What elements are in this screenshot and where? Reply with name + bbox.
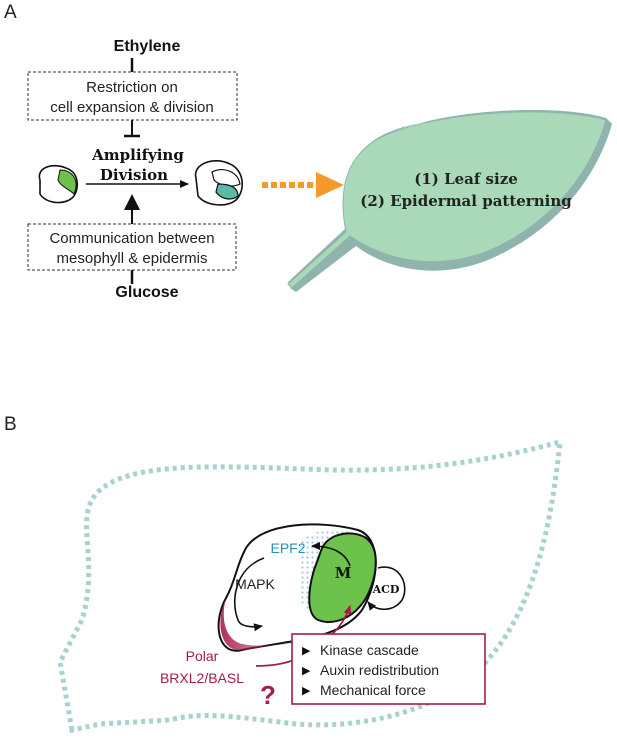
leaf-illustration [287, 109, 612, 292]
ethylene-label: Ethylene [114, 38, 181, 55]
communication-line1: Communication between [49, 230, 214, 247]
mapk-curve-arrow [233, 557, 265, 632]
communication-line2: mesophyll & epidermis [57, 250, 208, 267]
epidermal-patterning-label: (2) Epidermal patterning [360, 192, 572, 210]
restriction-box [27, 71, 238, 121]
restriction-line2: cell expansion & division [50, 99, 213, 116]
meristemoid-cell [308, 532, 377, 623]
epf2-label: EPF2 [270, 540, 305, 556]
communication-box [27, 223, 237, 271]
mechanism-bullet: ▶ [302, 685, 311, 697]
mechanism-bullet: ▶ [302, 645, 311, 657]
polar-crescent [220, 598, 318, 651]
amplifying-line2: Division [100, 166, 168, 184]
mechanism-box [291, 633, 486, 705]
leaf-outline-dotted [57, 438, 563, 733]
panel-a-label: A [4, 2, 17, 23]
panel-b-label: B [4, 414, 17, 435]
epf2-arrow [311, 542, 351, 567]
glucose-label: Glucose [115, 284, 178, 301]
mechanism-item-mechanical: Mechanical force [320, 682, 426, 698]
meristemoid-label: M [335, 564, 352, 582]
acd-label: ACD [372, 583, 400, 596]
question-mark: ? [260, 680, 276, 710]
mechanism-item-kinase: Kinase cascade [320, 642, 419, 658]
mechanism-item-auxin: Auxin redistribution [320, 662, 439, 678]
mechanism-bullet: ▶ [302, 665, 311, 677]
acd-cycle-arrow [367, 566, 406, 611]
polar-line2: BRXL2/BASL [160, 670, 244, 686]
orange-dashed-arrow [262, 172, 344, 198]
amplifying-line1: Amplifying [91, 146, 184, 164]
leaf-size-label: (1) Leaf size [414, 170, 518, 188]
restriction-line1: Restriction on [86, 79, 178, 96]
polar-line1: Polar [186, 648, 219, 664]
mechanism-list: ▶ Kinase cascade ▶ Auxin redistribution … [302, 642, 439, 698]
stimulation-arrowhead [124, 194, 140, 210]
cell-after-icon [194, 160, 243, 206]
mapk-label: MAPK [235, 576, 275, 592]
cell-before-icon [38, 164, 79, 204]
